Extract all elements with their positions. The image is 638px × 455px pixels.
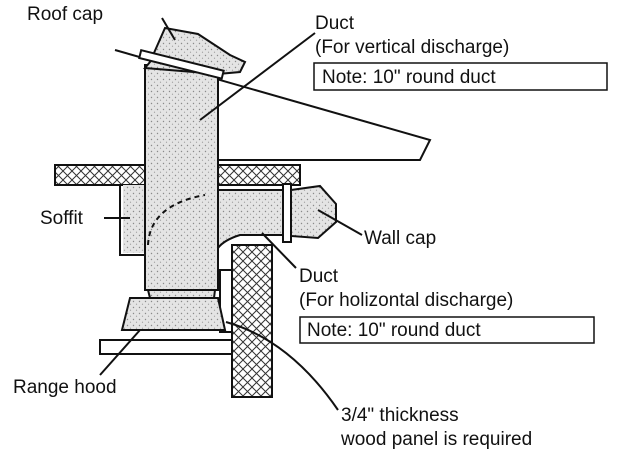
note-box-vertical: [313, 62, 608, 91]
cabinet-shelf: [99, 339, 233, 355]
wall-cap: [290, 184, 337, 240]
hood-transition: [146, 289, 217, 299]
leader-duct-vertical: [199, 32, 316, 121]
leader-wall-cap: [317, 209, 363, 236]
note-vertical-duct: Note: 10" round duct: [322, 67, 496, 88]
label-roof-cap: Roof cap: [27, 4, 103, 25]
label-wall-cap: Wall cap: [364, 228, 436, 249]
label-duct-vertical-purpose: (For vertical discharge): [315, 37, 509, 58]
label-duct-vertical: Duct: [315, 13, 355, 34]
label-duct-horizontal-purpose: (For holizontal discharge): [299, 290, 513, 311]
note-horizontal-duct: Note: 10" round duct: [307, 320, 481, 341]
ceiling-joist-right: [217, 164, 301, 186]
horizontal-duct: [217, 189, 286, 251]
soffit-box: [119, 185, 148, 256]
label-soffit: Soffit: [40, 208, 84, 229]
note-box-horizontal: [299, 316, 595, 344]
label-panel-requirement: wood panel is required: [340, 429, 532, 450]
leader-duct-horizontal: [261, 232, 297, 269]
wall-stud: [231, 244, 273, 398]
leader-wood-panel: [225, 321, 339, 411]
leader-range-hood: [99, 329, 141, 376]
ceiling-joist-left: [54, 164, 146, 186]
vertical-duct: [144, 64, 219, 291]
range-hood: [120, 297, 227, 331]
roof-line: [114, 49, 432, 161]
soffit-box-fill: [123, 185, 146, 253]
roof-flange: [138, 48, 225, 80]
label-duct-horizontal: Duct: [299, 266, 339, 287]
label-range-hood: Range hood: [13, 377, 117, 398]
wall-flange: [282, 183, 292, 243]
elbow-dashed: [147, 194, 206, 246]
leader-roof-cap: [161, 17, 176, 41]
label-panel-thickness: 3/4" thickness: [341, 405, 459, 426]
